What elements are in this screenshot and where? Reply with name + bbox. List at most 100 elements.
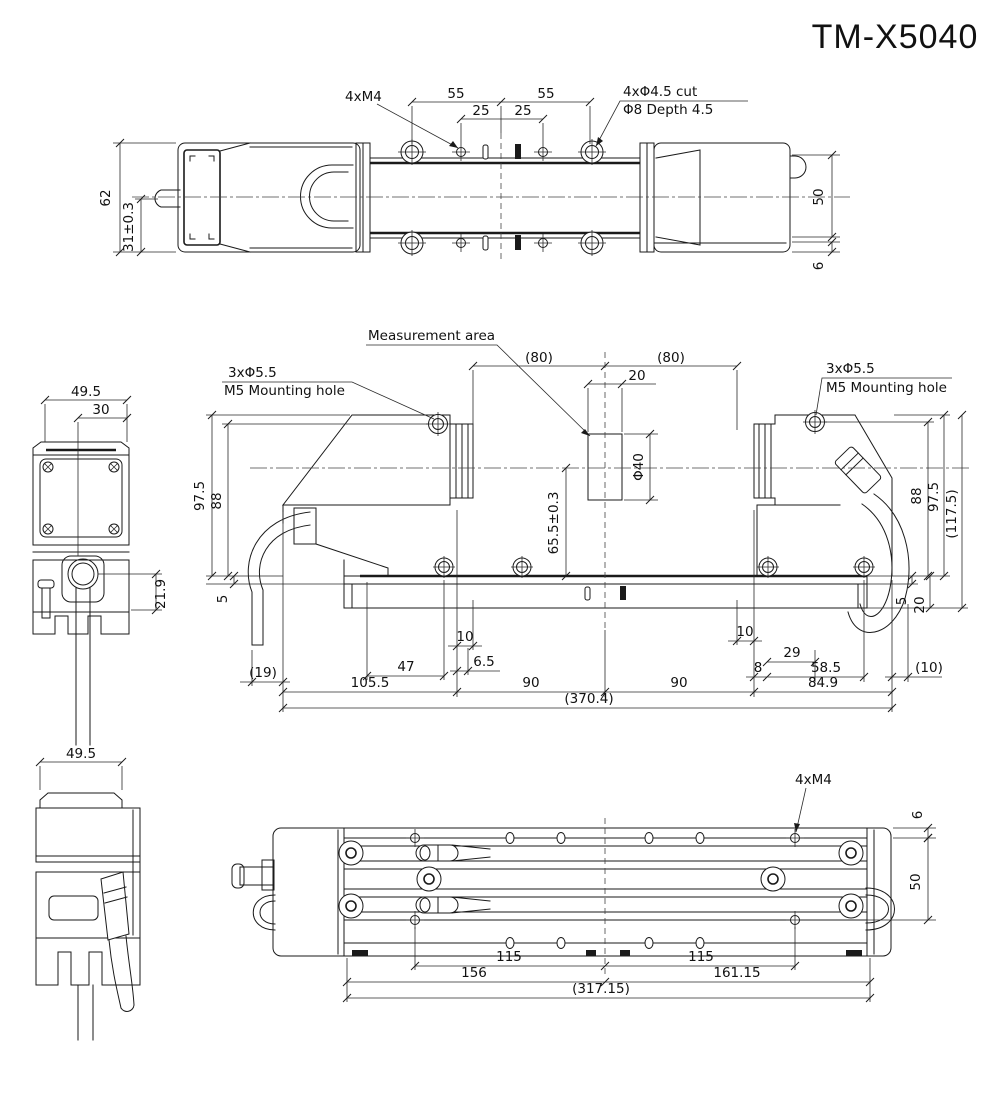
top-view-body [132,133,850,262]
side-view-lower: 49.5 [35,746,141,1041]
right-head [756,414,893,577]
dim-317-15: (317.15) [572,981,630,997]
dim-30: 30 [92,402,109,418]
side-view-lower-body [35,792,141,1041]
left-stub-cap [231,863,245,889]
measurement-area-leader [366,344,591,437]
right-cable [847,493,910,633]
dim-105-5: 105.5 [351,675,390,691]
dim-6: 6 [811,262,827,271]
dim-8: 8 [754,660,763,676]
dim-50-bottom: 50 [908,873,924,890]
left-bracket [282,504,389,577]
m4-holes [406,829,804,929]
connector-stub [154,189,181,208]
m4-leader [376,103,459,149]
side-screw-head [37,579,55,589]
callout-m4: 4xM4 [345,89,382,105]
callout-cbore-2: Φ8 Depth 4.5 [623,102,713,118]
bottom-view: 4xM4 6 50 115 115 156 161.15 (317.15) [231,772,936,1003]
dim-161-15: 161.15 [713,965,760,981]
head-body [32,454,130,546]
plate-corner-marks [189,155,215,240]
dim-80-left: (80) [525,350,553,366]
front-view-body [247,352,972,646]
dim-phi40: Φ40 [631,453,647,481]
dim-115-left: 115 [496,949,522,965]
right-hook [865,887,895,931]
dim-97-5-right: 97.5 [926,482,942,512]
dim-62: 62 [98,189,114,206]
bottom-view-dimensions: 4xM4 6 50 115 115 156 161.15 (317.15) [342,772,936,1003]
dim-80-right: (80) [657,350,685,366]
drawing-title: TM-X5040 [812,18,979,56]
dim-6-bottom: 6 [910,811,926,820]
dim-88-left: 88 [209,492,225,509]
dim-55-left: 55 [447,86,464,102]
handle-clip [300,164,354,229]
left-head-outline [177,142,361,253]
mid-band [35,855,141,873]
bottom-view-body [231,818,895,975]
dim-50: 50 [811,188,827,205]
dim-97-5-left: 97.5 [192,481,208,511]
dim-10-right: 10 [736,624,753,640]
dim-10-left: 10 [456,629,473,645]
feet [35,937,141,986]
body-outline [272,827,892,957]
dim-115-right: 115 [688,949,714,965]
dim-25-left: 25 [472,103,489,119]
mid-band [32,544,130,561]
side-view-upper: 49.5 30 21.9 [32,384,169,746]
front-view-dimensions: Measurement area 3xΦ5.5 M5 Mounting hole… [192,328,968,713]
dim-5-right: 5 [894,597,910,606]
base-screws [433,556,875,578]
left-stub [239,866,275,886]
dim-55-right: 55 [537,86,554,102]
callout-mount-right-2: M5 Mounting hole [826,380,947,396]
top-view: 55 55 25 25 4xM4 4xΦ4.5 cut Φ8 Depth 4.5… [98,84,850,270]
base-rail [343,575,868,609]
front-view: Measurement area 3xΦ5.5 M5 Mounting hole… [192,328,972,713]
left-head-chamfers [219,142,353,253]
side-view-lower-dimensions: 49.5 [35,746,127,790]
dim-90-right: 90 [670,675,687,691]
left-head [281,414,451,506]
right-head-outline [653,142,791,253]
right-head-chamfers [655,149,701,246]
dim-58-5: 58.5 [811,660,841,676]
dim-49-5-upper: 49.5 [71,384,101,400]
side-screw-shaft [41,587,51,619]
callout-m4-bottom: 4xM4 [795,772,832,788]
top-cap [32,441,130,456]
main-cable [77,984,94,1041]
feet [32,611,130,635]
right-tab [789,155,807,179]
callout-mount-right-1: 3xΦ5.5 [826,361,875,377]
dim-20: 20 [628,368,645,384]
mount-left-leader [222,381,435,420]
dim-90-left: 90 [522,675,539,691]
main-cable [75,587,91,746]
rail-lines [343,837,868,944]
left-lens-barrel [449,423,474,499]
side-view-upper-body [32,441,130,746]
right-cable-connector [834,446,882,494]
gland-boss [61,555,105,603]
dim-19: (19) [249,665,277,681]
dim-370-4: (370.4) [564,691,613,707]
connector-cable [108,935,135,1012]
edge-plate [132,809,141,936]
right-lens-barrel [753,423,776,499]
lower-body [32,559,130,613]
mount-right-leader [815,377,952,416]
dim-25-right: 25 [514,103,531,119]
face-screws [42,461,120,535]
callout-mount-left-2: M5 Mounting hole [224,383,345,399]
dim-10-paren: (10) [915,660,943,676]
dim-117-5: (117.5) [944,489,960,538]
callout-mount-left-1: 3xΦ5.5 [228,365,277,381]
dim-5-left: 5 [215,595,231,604]
